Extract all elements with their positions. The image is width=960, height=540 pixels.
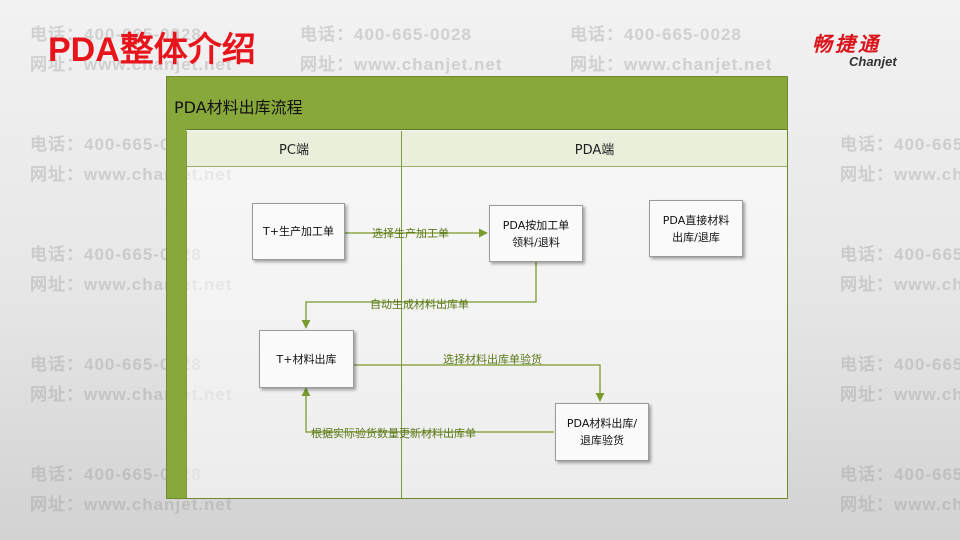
lane-divider bbox=[401, 131, 402, 498]
logo-chinese-text: 畅捷通 bbox=[812, 32, 881, 56]
node-pda-pick: PDA按加工单 领料/退料 bbox=[489, 205, 583, 262]
diagram-left-strip bbox=[167, 129, 186, 498]
arrow-select-out-inspect bbox=[352, 364, 605, 402]
node-pda-direct: PDA直接材料 出库/退库 bbox=[649, 200, 743, 257]
lane-divider-left bbox=[186, 131, 187, 498]
arrow-update-by-qty bbox=[301, 387, 554, 433]
edge-label-select-out-inspect: 选择材料出库单验货 bbox=[443, 353, 542, 366]
edge-label-auto-generate: 自动生成材料出库单 bbox=[370, 298, 469, 311]
node-production-order: T+生产加工单 bbox=[252, 203, 345, 260]
node-material-out: T+材料出库 bbox=[259, 330, 354, 388]
flow-diagram: PDA材料出库流程 PC端 PDA端 bbox=[166, 76, 788, 499]
diagram-header: PDA材料出库流程 bbox=[167, 77, 787, 130]
lane-header-pda: PDA端 bbox=[402, 131, 787, 167]
edge-label-update-by-qty: 根据实际验货数量更新材料出库单 bbox=[311, 427, 476, 440]
node-pda-inspect: PDA材料出库/ 退库验货 bbox=[555, 403, 649, 461]
lane-header-pc: PC端 bbox=[187, 131, 401, 167]
brand-logo: 畅捷通 Chanjet bbox=[812, 28, 922, 69]
edge-label-select-order: 选择生产加工单 bbox=[372, 227, 449, 240]
page-title: PDA整体介绍 bbox=[48, 31, 256, 69]
diagram-title: PDA材料出库流程 bbox=[174, 98, 303, 117]
arrow-auto-generate bbox=[301, 260, 537, 329]
logo-english-text: Chanjet bbox=[849, 54, 897, 69]
